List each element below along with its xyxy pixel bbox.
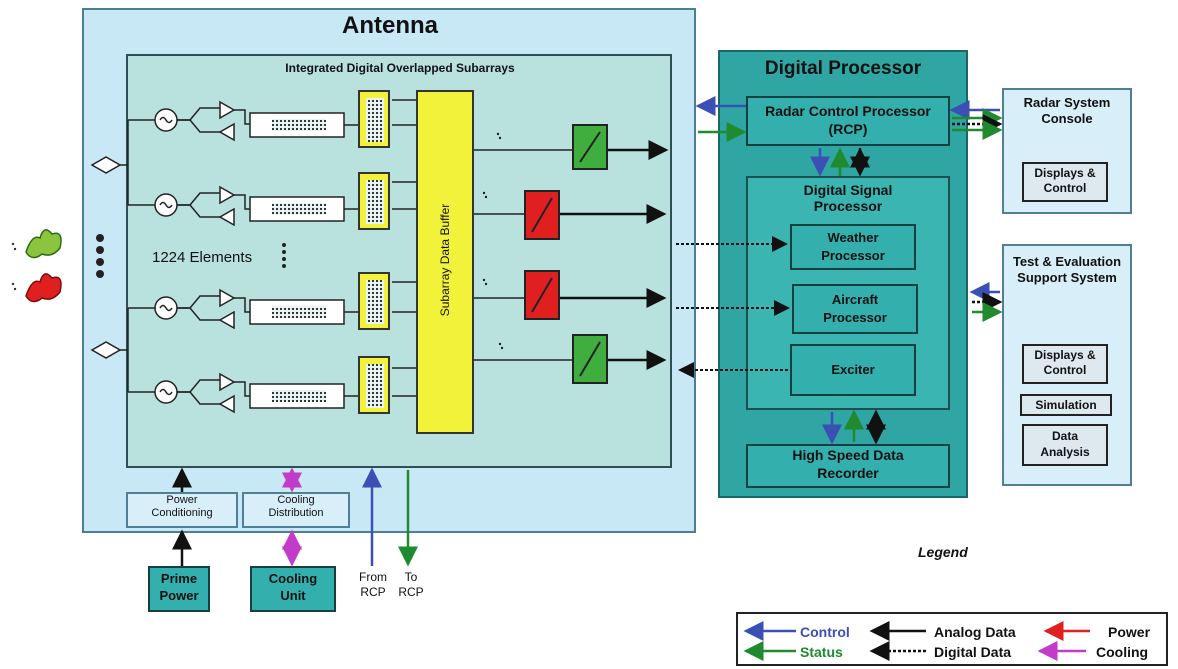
rcp-label: Radar Control Processor (RCP) [765,103,931,137]
dp-test-links [969,282,1003,322]
rcp-box [746,96,950,146]
test-displays-box [1022,344,1108,384]
prime-power-label: Prime Power [159,571,199,603]
antenna-output-arrows [560,140,669,370]
elements-label: 1224 Elements [152,249,253,266]
digital-processor-title: Digital Processor [764,58,922,79]
subarrays-panel [126,54,672,468]
ellipsis-dots [96,132,504,350]
exciter-label: Exciter [831,362,875,377]
legend-arrows [743,621,1090,661]
console-displays-box [1022,162,1108,202]
prime-power-box [148,566,210,612]
subarrays-title: Integrated Digital Overlapped Subarrays [285,61,515,75]
recorder-label: High Speed Data Recorder [792,447,904,481]
legend-digital-label: Digital Data [934,644,1012,660]
from-rcp-label: From RCP [359,570,387,599]
power-cooling-links [172,467,418,567]
aircraft-processor-box [792,284,918,334]
power-conditioning-label: Power Conditioning [151,494,213,519]
channel-rows [154,99,572,414]
aircraft-processor-label: Aircraft Processor [823,292,887,325]
subarray-data-buffer [416,90,474,434]
rcp-dsp-links [810,147,870,177]
legend-status-label: Status [800,644,843,660]
feed-network [90,119,155,393]
weather-processor-box [790,224,916,270]
cooling-distribution-box [242,492,350,528]
weather-aircraft-icons [11,229,62,303]
legend-cooling-label: Cooling [1096,644,1149,660]
legend-analog-label: Analog Data [934,624,1016,640]
recorder-box [746,444,950,488]
simulation-box [1020,394,1112,416]
cooling-unit-label: Cooling Unit [268,571,318,603]
test-eval-title: Test & Evaluation Support System [1012,254,1122,285]
antenna-title: Antenna [342,12,438,39]
power-conditioning-box [126,492,238,528]
radar-console-title: Radar System Console [1023,95,1111,126]
exciter-box [790,344,916,396]
digital-data-links [676,236,790,378]
module-hatching [366,98,601,408]
data-analysis-box [1022,424,1108,466]
cooling-distribution-label: Cooling Distribution [268,494,324,519]
weather-processor-label: Weather Processor [821,230,885,263]
cooling-unit-box [250,566,336,612]
dsp-label: Digital Signal Processor [803,182,893,214]
rcp-console-links [949,100,1003,140]
legend-power-label: Power [1108,624,1151,640]
test-displays-label: Displays & Control [1034,348,1096,377]
simulation-label: Simulation [1035,398,1097,412]
legend-box [736,612,1168,666]
legend-title: Legend [918,544,968,560]
legend-control-label: Control [800,624,850,640]
console-displays-label: Displays & Control [1034,166,1096,195]
dsp-recorder-links [822,409,886,445]
to-rcp-label: To RCP [398,570,424,599]
rcp-antenna-links [695,96,747,142]
data-analysis-label: Data Analysis [1040,429,1090,459]
